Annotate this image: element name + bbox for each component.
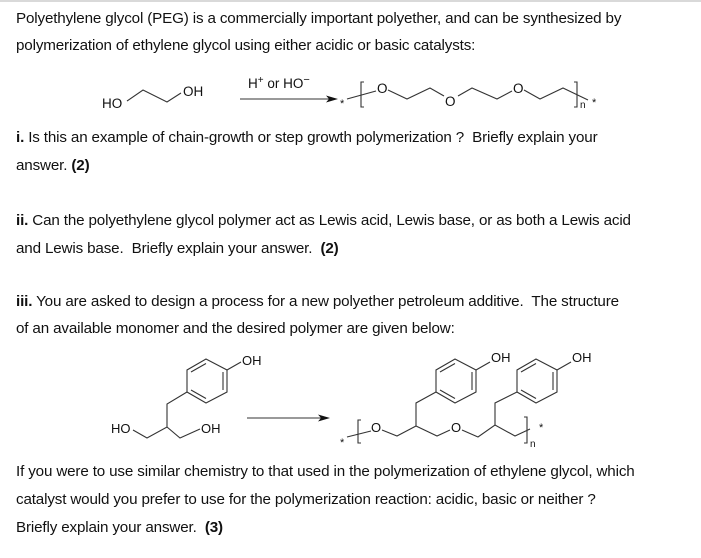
end-group-left: * (340, 98, 345, 110)
oxygen-1: O (371, 420, 381, 435)
hydrogen-label: H (248, 76, 258, 91)
minus-charge: − (303, 74, 309, 86)
question-3-text: You are asked to design a process for a … (32, 293, 619, 310)
bracket-left (357, 419, 361, 444)
monomer-backbone (132, 426, 201, 439)
question-1-number: i. (16, 129, 25, 146)
phenol-bond (226, 361, 242, 371)
bonds-2 (457, 87, 513, 100)
oxygen-1: O (377, 81, 388, 96)
bracket-right (524, 416, 528, 444)
bracket-left (360, 81, 364, 108)
question-3-line-3: If you were to use similar chemistry to … (16, 463, 635, 480)
intro-line-2: polymerization of ethylene glycol using … (16, 37, 476, 54)
monomer-ho-label: HO (111, 421, 131, 436)
question-2-number: ii. (16, 212, 29, 229)
question-2-points: (2) (320, 240, 339, 257)
or-hydroxide-label: or HO (264, 76, 304, 91)
benzyl-bond-2 (494, 391, 518, 425)
question-1-line-1: i. Is this an example of chain-growth or… (16, 129, 598, 147)
backbone-1 (381, 425, 451, 437)
question-2-text-cont: and Lewis base. Briefly explain your ans… (16, 240, 321, 257)
question-3-number: iii. (16, 293, 33, 310)
reaction-arrow-1: H+ or HO− (240, 74, 338, 103)
bracket-right (574, 81, 578, 108)
monomer-phenol-oh-label: OH (242, 353, 262, 368)
arrowhead-icon (318, 414, 330, 422)
question-2-line-1: ii. Can the polyethylene glycol polymer … (16, 212, 631, 230)
phenol-oh-label-1: OH (491, 350, 511, 365)
question-3-points: (3) (204, 519, 223, 536)
question-1-text-cont: answer. (16, 157, 72, 174)
repeat-subscript: n (530, 439, 536, 450)
bonds-3 (523, 87, 589, 101)
oxygen-3: O (513, 81, 524, 96)
intro-line-1: Polyethylene glycol (PEG) is a commercia… (16, 10, 622, 27)
backbone-2 (461, 424, 531, 438)
ethylene-glycol-oh-label: OH (183, 84, 203, 99)
oxygen-2: O (445, 94, 456, 109)
reaction-arrow-2 (247, 414, 330, 422)
phenol-oh-label-2: OH (572, 350, 592, 365)
bond (346, 430, 372, 438)
question-3-text-end: Briefly explain your answer. (16, 519, 205, 536)
ring-double-bond (439, 389, 456, 399)
question-3-line-2: of an available monomer and the desired … (16, 320, 455, 337)
end-group-left: * (340, 437, 345, 449)
ethylene-glycol-bonds (126, 89, 182, 103)
ring-double-bond (520, 389, 537, 399)
bonds-1 (387, 87, 445, 100)
benzene-ring-2 (516, 358, 558, 404)
question-3-line-1: iii. You are asked to design a process f… (16, 293, 619, 311)
peg-polymer-structure: * O O O n * (340, 81, 597, 111)
monomer-benzyl-bond (166, 391, 188, 427)
ethylene-glycol-structure: HO OH (102, 84, 203, 111)
ethylene-glycol-ho-label: HO (102, 96, 122, 111)
question-2-line-2: and Lewis base. Briefly explain your ans… (16, 240, 339, 258)
end-group-right: * (592, 97, 597, 109)
monomer-benzene-ring (186, 358, 228, 404)
plus-charge: + (258, 75, 264, 86)
top-border (0, 0, 701, 2)
monomer-structure: HO OH OH (111, 353, 262, 439)
benzyl-bond-1 (415, 391, 437, 426)
oxygen-2: O (451, 420, 461, 435)
question-3-line-4: catalyst would you prefer to use for the… (16, 491, 596, 508)
repeat-subscript: n (580, 100, 586, 111)
question-1-text: Is this an example of chain-growth or st… (24, 129, 598, 146)
question-1-line-2: answer. (2) (16, 157, 90, 175)
question-3-line-5: Briefly explain your answer. (3) (16, 519, 223, 537)
monomer-oh-label: OH (201, 421, 221, 436)
phenol-bond-2 (556, 361, 572, 371)
end-group-right: * (539, 422, 544, 434)
polyether-polymer-structure: * O O n * OH OH (340, 350, 592, 450)
reaction-conditions: H+ or HO− (248, 74, 310, 91)
question-2-text: Can the polyethylene glycol polymer act … (28, 212, 631, 229)
ring-double-bond (439, 363, 456, 373)
ring-double-bond (190, 363, 207, 373)
ring-double-bond (520, 363, 537, 373)
phenol-bond-1 (475, 361, 491, 371)
question-1-points: (2) (71, 157, 90, 174)
benzene-ring-1 (435, 358, 477, 404)
ring-double-bond (190, 389, 207, 399)
arrowhead-icon (326, 95, 338, 103)
